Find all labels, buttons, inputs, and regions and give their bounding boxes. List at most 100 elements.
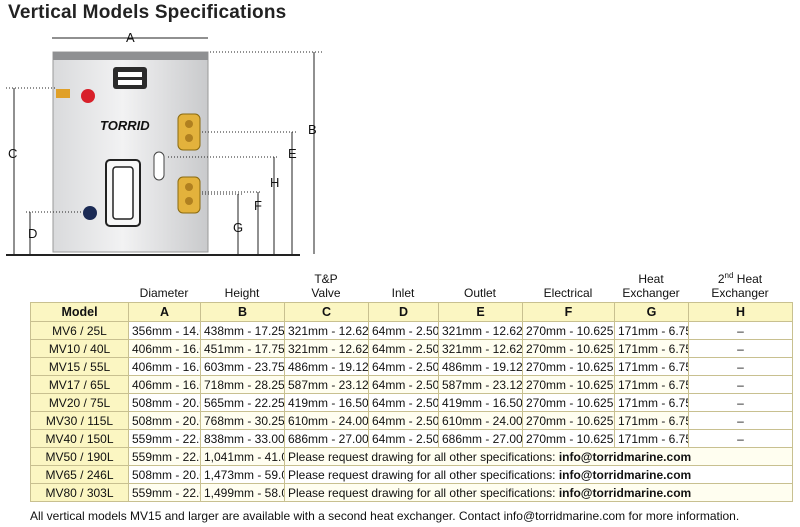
spec-cell: 270mm - 10.625" bbox=[522, 429, 615, 448]
request-drawing-note: Please request drawing for all other spe… bbox=[284, 447, 793, 466]
spec-cell: 559mm - 22.00" bbox=[128, 447, 201, 466]
spec-cell: 419mm - 16.50" bbox=[438, 393, 523, 412]
spec-cell: 64mm - 2.50" bbox=[368, 339, 439, 358]
spec-cell: – bbox=[688, 393, 793, 412]
spec-cell: 321mm - 12.625" bbox=[438, 321, 523, 340]
header-model: Model bbox=[30, 302, 129, 322]
footer-note: All vertical models MV15 and larger are … bbox=[30, 509, 740, 523]
spec-cell: – bbox=[688, 321, 793, 340]
spec-cell: – bbox=[688, 429, 793, 448]
heading-heat-exchanger: Heat Exchanger bbox=[622, 272, 680, 300]
spec-cell: 64mm - 2.50" bbox=[368, 357, 439, 376]
spec-cell: 64mm - 2.50" bbox=[368, 393, 439, 412]
spec-cell: – bbox=[688, 357, 793, 376]
spec-cell: 171mm - 6.75" bbox=[614, 357, 689, 376]
spec-cell: – bbox=[688, 375, 793, 394]
spec-cell: 406mm - 16.00" bbox=[128, 357, 201, 376]
tank-top-cap bbox=[53, 52, 208, 60]
header-g: G bbox=[614, 302, 689, 322]
spec-cell: 270mm - 10.625" bbox=[522, 357, 615, 376]
spec-cell: 559mm - 22.00" bbox=[128, 483, 201, 502]
spec-cell: 64mm - 2.50" bbox=[368, 429, 439, 448]
model-cell: MV10 / 40L bbox=[30, 339, 129, 358]
heading-electrical: Electrical bbox=[543, 286, 593, 300]
spec-cell: 508mm - 20.00" bbox=[128, 393, 201, 412]
contact-email-link[interactable]: info@torridmarine.com bbox=[558, 485, 692, 500]
heading-tp-valve: T&P Valve bbox=[311, 272, 341, 300]
heater-diagram-svg: A TORRID C D B bbox=[6, 30, 322, 256]
model-cell: MV65 / 246L bbox=[30, 465, 129, 484]
spec-cell: 321mm - 12.625" bbox=[284, 339, 369, 358]
spec-cell: – bbox=[688, 339, 793, 358]
spec-cell: 1,473mm - 59.00" bbox=[200, 465, 285, 484]
spec-cell: 610mm - 24.00" bbox=[438, 411, 523, 430]
contact-email-link[interactable]: info@torridmarine.com bbox=[558, 449, 692, 464]
header-h: H bbox=[688, 302, 793, 322]
spec-cell: – bbox=[688, 411, 793, 430]
spec-cell: 64mm - 2.50" bbox=[368, 375, 439, 394]
spec-cell: 587mm - 23.125" bbox=[284, 375, 369, 394]
header-b: B bbox=[200, 302, 285, 322]
spec-cell: 610mm - 24.00" bbox=[284, 411, 369, 430]
spec-cell: 64mm - 2.50" bbox=[368, 321, 439, 340]
spec-cell: 321mm - 12.625" bbox=[284, 321, 369, 340]
request-drawing-note: Please request drawing for all other spe… bbox=[284, 483, 793, 502]
column-headings: Diameter Height T&P Valve Inlet Outlet E… bbox=[0, 264, 800, 304]
spec-cell: 270mm - 10.625" bbox=[522, 411, 615, 430]
heater-diagram: A TORRID C D B bbox=[0, 26, 420, 262]
spec-cell: 270mm - 10.625" bbox=[522, 339, 615, 358]
spec-cell: 270mm - 10.625" bbox=[522, 375, 615, 394]
model-cell: MV6 / 25L bbox=[30, 321, 129, 340]
spec-cell: 508mm - 20.00" bbox=[128, 465, 201, 484]
switch-icon bbox=[113, 67, 147, 89]
spec-cell: 451mm - 17.75" bbox=[200, 339, 285, 358]
spec-cell: 1,499mm - 58.00" bbox=[200, 483, 285, 502]
spec-cell: 508mm - 20.00" bbox=[128, 411, 201, 430]
header-f: F bbox=[522, 302, 615, 322]
spec-cell: 64mm - 2.50" bbox=[368, 411, 439, 430]
model-cell: MV15 / 55L bbox=[30, 357, 129, 376]
contact-email-link[interactable]: info@torridmarine.com bbox=[558, 467, 692, 482]
tp-valve-icon bbox=[56, 89, 70, 98]
spec-cell: 768mm - 30.25" bbox=[200, 411, 285, 430]
header-e: E bbox=[438, 302, 523, 322]
spec-cell: 587mm - 23.125" bbox=[438, 375, 523, 394]
thermostat-icon bbox=[153, 151, 165, 181]
heading-height: Height bbox=[224, 286, 260, 300]
spec-cell: 171mm - 6.75" bbox=[614, 321, 689, 340]
header-a: A bbox=[128, 302, 201, 322]
spec-cell: 686mm - 27.00" bbox=[284, 429, 369, 448]
spec-cell: 171mm - 6.75" bbox=[614, 339, 689, 358]
request-note-text: Please request drawing for all other spe… bbox=[288, 485, 559, 500]
heading-diameter: Diameter bbox=[139, 286, 189, 300]
dim-h-label: H bbox=[270, 175, 279, 190]
spec-cell: 718mm - 28.25" bbox=[200, 375, 285, 394]
spec-cell: 559mm - 22.00" bbox=[128, 429, 201, 448]
spec-cell: 603mm - 23.75" bbox=[200, 357, 285, 376]
header-c: C bbox=[284, 302, 369, 322]
dim-c-label: C bbox=[8, 146, 17, 161]
spec-cell: 171mm - 6.75" bbox=[614, 411, 689, 430]
model-cell: MV50 / 190L bbox=[30, 447, 129, 466]
spec-cell: 406mm - 16.00" bbox=[128, 375, 201, 394]
spec-cell: 356mm - 14.00" bbox=[128, 321, 201, 340]
spec-cell: 838mm - 33.00" bbox=[200, 429, 285, 448]
dim-f-label: F bbox=[254, 198, 262, 213]
model-cell: MV40 / 150L bbox=[30, 429, 129, 448]
model-cell: MV17 / 65L bbox=[30, 375, 129, 394]
spec-cell: 1,041mm - 41.00" bbox=[200, 447, 285, 466]
spec-cell: 270mm - 10.625" bbox=[522, 393, 615, 412]
heading-inlet: Inlet bbox=[391, 286, 415, 300]
dim-e-label: E bbox=[288, 146, 297, 161]
heading-outlet: Outlet bbox=[463, 286, 496, 300]
